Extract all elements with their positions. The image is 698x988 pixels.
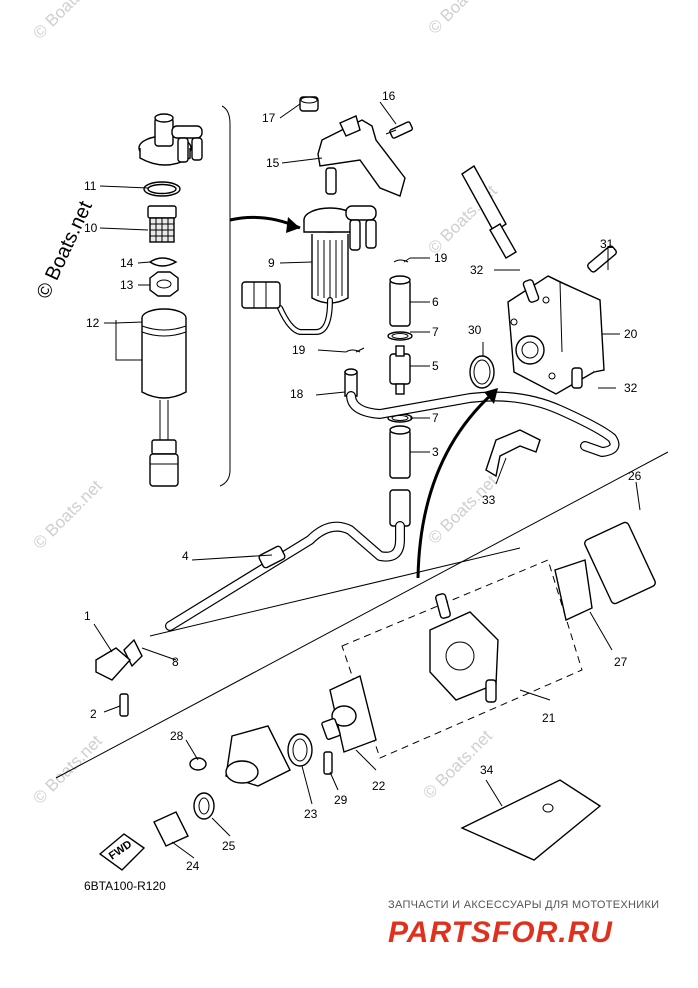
footer-tagline: ЗАПЧАСТИ И АКСЕССУАРЫ ДЛЯ МОТОТЕХНИКИ — [388, 899, 659, 911]
callout-28: 28 — [170, 729, 184, 743]
callout-24: 24 — [186, 859, 200, 873]
callout-33: 33 — [482, 493, 496, 507]
fuel-filter-9 — [241, 167, 377, 335]
watermark: © Boats.net — [424, 471, 501, 548]
callout-leaders — [93, 101, 641, 859]
callout-26: 26 — [628, 469, 642, 483]
filter-exploded-group — [138, 105, 231, 487]
callout-31: 31 — [600, 237, 614, 251]
callout-18: 18 — [290, 387, 304, 401]
callout-14: 14 — [120, 256, 134, 270]
callout-19a: 19 — [292, 343, 306, 357]
bracket-group — [299, 96, 414, 197]
callout-17: 17 — [262, 111, 276, 125]
assembly-arrow-2 — [416, 392, 494, 579]
callout-7b: 7 — [432, 411, 439, 425]
callout-25: 25 — [222, 839, 236, 853]
callout-20: 20 — [624, 327, 638, 341]
callout-6: 6 — [432, 295, 439, 309]
callout-10: 10 — [84, 221, 98, 235]
watermark: © Boats.net — [29, 476, 106, 553]
callout-2: 2 — [90, 707, 97, 721]
clamps-19 — [345, 257, 411, 353]
callout-12: 12 — [86, 316, 100, 330]
callout-numbers: 1 2 3 4 5 6 7 7 8 9 10 11 12 13 14 15 16… — [84, 89, 642, 873]
callout-30: 30 — [468, 323, 482, 337]
callout-34: 34 — [480, 763, 494, 777]
watermark-main: © Boats.net — [33, 197, 97, 302]
watermark: © Boats.net — [29, 731, 106, 808]
callout-16: 16 — [382, 89, 396, 103]
callout-15: 15 — [266, 156, 280, 170]
callout-1: 1 — [84, 609, 91, 623]
callout-32b: 32 — [624, 381, 638, 395]
watermark: © Boats.net — [29, 0, 106, 43]
callout-13: 13 — [120, 278, 134, 292]
callout-23: 23 — [304, 807, 318, 821]
callout-19b: 19 — [434, 251, 448, 265]
callout-32a: 32 — [470, 263, 484, 277]
callout-5: 5 — [432, 359, 439, 373]
callout-7a: 7 — [432, 325, 439, 339]
callout-22: 22 — [372, 779, 386, 793]
fuel-pump-20 — [461, 164, 617, 478]
footer-branding: ЗАПЧАСТИ И АКСЕССУАРЫ ДЛЯ МОТОТЕХНИКИ PA… — [388, 899, 659, 949]
watermark: © Boats.net — [424, 0, 501, 38]
footer-brand-logo: PARTSFOR.RU — [388, 916, 613, 949]
callout-3: 3 — [432, 445, 439, 459]
callout-29: 29 — [334, 793, 348, 807]
fuel-lines — [165, 275, 620, 631]
callout-11: 11 — [84, 179, 97, 193]
callout-21: 21 — [542, 711, 556, 725]
lower-pump-assembly — [95, 521, 656, 871]
callout-27: 27 — [614, 655, 628, 669]
diagram-code: 6BTA100-R120 — [84, 879, 166, 893]
callout-8: 8 — [172, 655, 179, 669]
callout-9: 9 — [268, 256, 275, 270]
section-lines — [55, 451, 669, 779]
callout-4: 4 — [182, 549, 189, 563]
